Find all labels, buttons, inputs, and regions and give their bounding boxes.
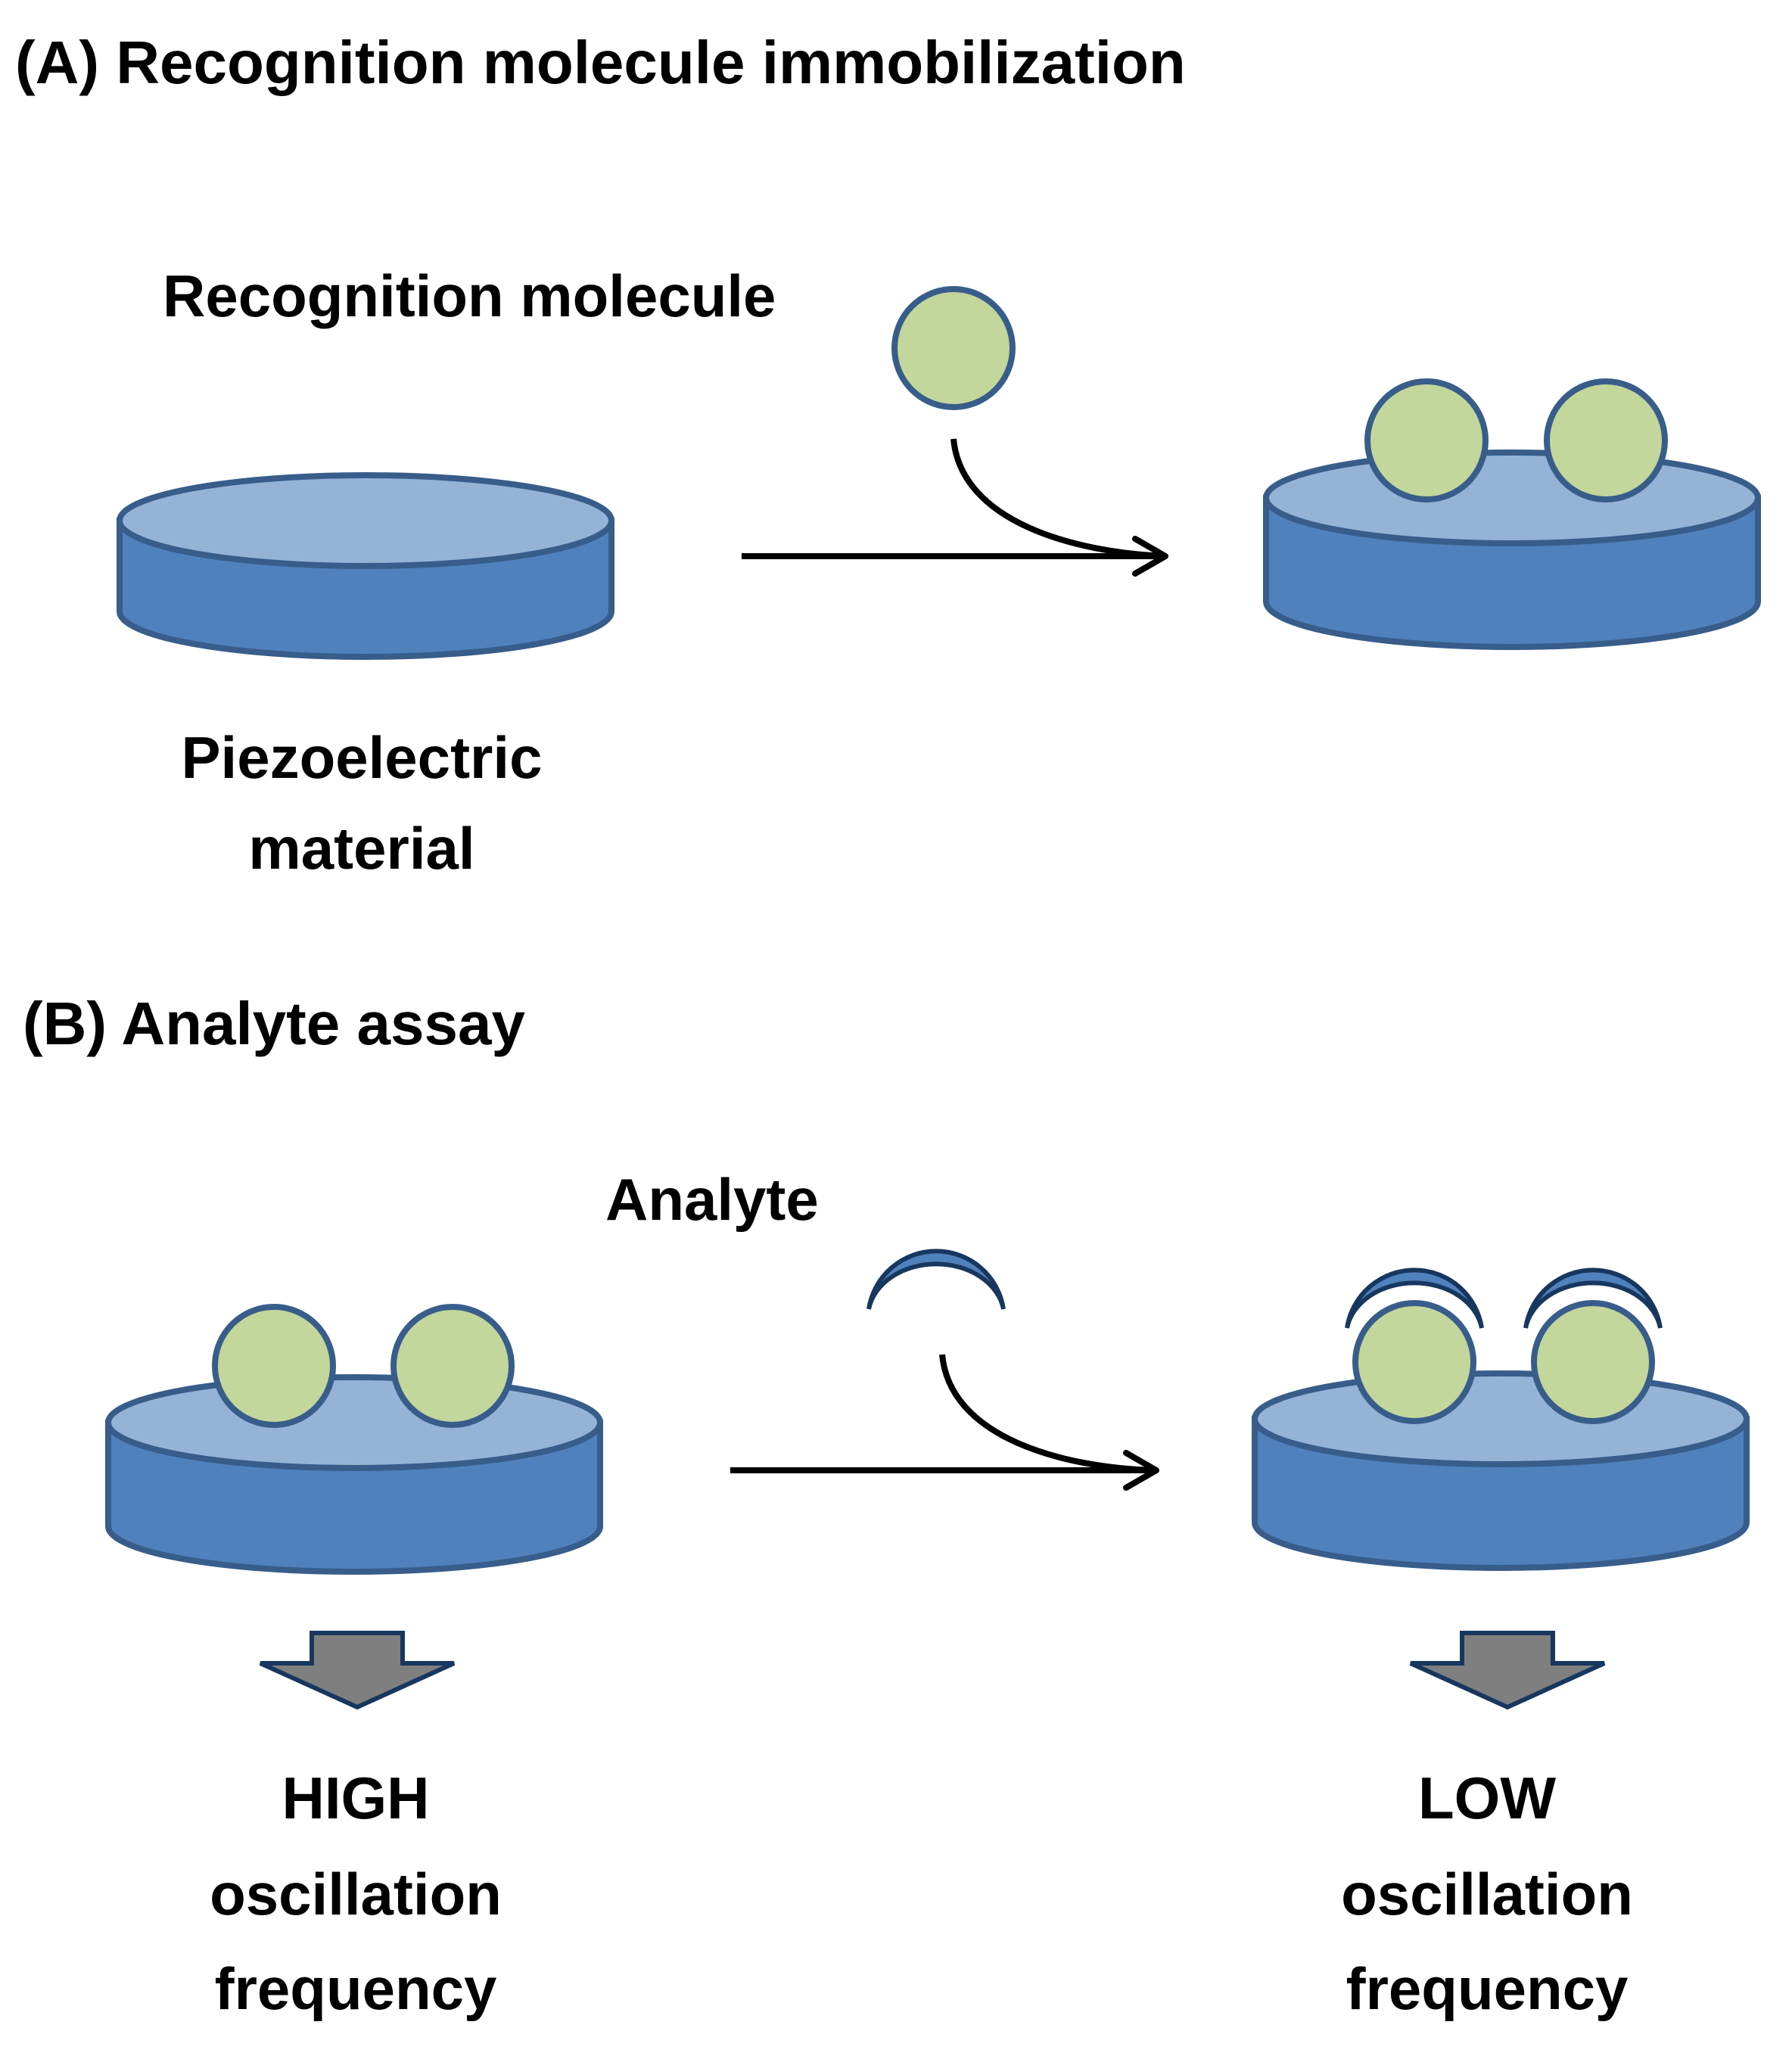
high-label-line2: oscillation — [210, 1861, 502, 1927]
low-label-line1: LOW — [1418, 1765, 1556, 1831]
material-label-line2: material — [248, 815, 474, 882]
panel-a-title: (A) Recognition molecule immobilization — [15, 29, 1186, 96]
piezoelectric-disc-analyte — [1252, 1268, 1750, 1571]
analyte-bound-icon-1 — [1345, 1268, 1484, 1329]
panel-b: (B) Analyte assay Analyte — [23, 990, 1750, 2022]
analyte-label: Analyte — [605, 1166, 819, 1233]
process-arrow-a — [742, 438, 1168, 577]
piezoelectric-disc-bare — [117, 472, 614, 660]
high-label-line3: frequency — [215, 1955, 497, 2022]
panel-a: (A) Recognition molecule immobilization … — [15, 29, 1761, 882]
bound-molecule-3 — [1352, 1300, 1476, 1424]
analyte-free-icon — [866, 1249, 1006, 1310]
piezoelectric-disc-coated-b — [105, 1304, 603, 1575]
high-label-line1: HIGH — [282, 1765, 430, 1831]
analyte-bound-icon-2 — [1523, 1268, 1663, 1329]
piezoelectric-disc-coated-a — [1263, 378, 1761, 650]
process-arrow-b — [730, 1354, 1159, 1491]
down-arrow-icon-high — [259, 1631, 456, 1710]
low-label-line2: oscillation — [1341, 1861, 1633, 1927]
panel-b-title: (B) Analyte assay — [23, 990, 525, 1057]
immobilized-molecule-1 — [1364, 378, 1489, 502]
bound-molecule-2 — [390, 1304, 515, 1428]
immobilized-molecule-2 — [1544, 378, 1668, 502]
recognition-molecule-label: Recognition molecule — [163, 263, 776, 329]
down-arrow-icon-low — [1409, 1631, 1606, 1710]
material-label-line1: Piezoelectric — [182, 724, 543, 791]
recognition-molecule-free — [891, 286, 1016, 410]
bound-molecule-1 — [212, 1304, 336, 1428]
bound-molecule-4 — [1531, 1300, 1655, 1424]
low-label-line3: frequency — [1346, 1955, 1629, 2022]
